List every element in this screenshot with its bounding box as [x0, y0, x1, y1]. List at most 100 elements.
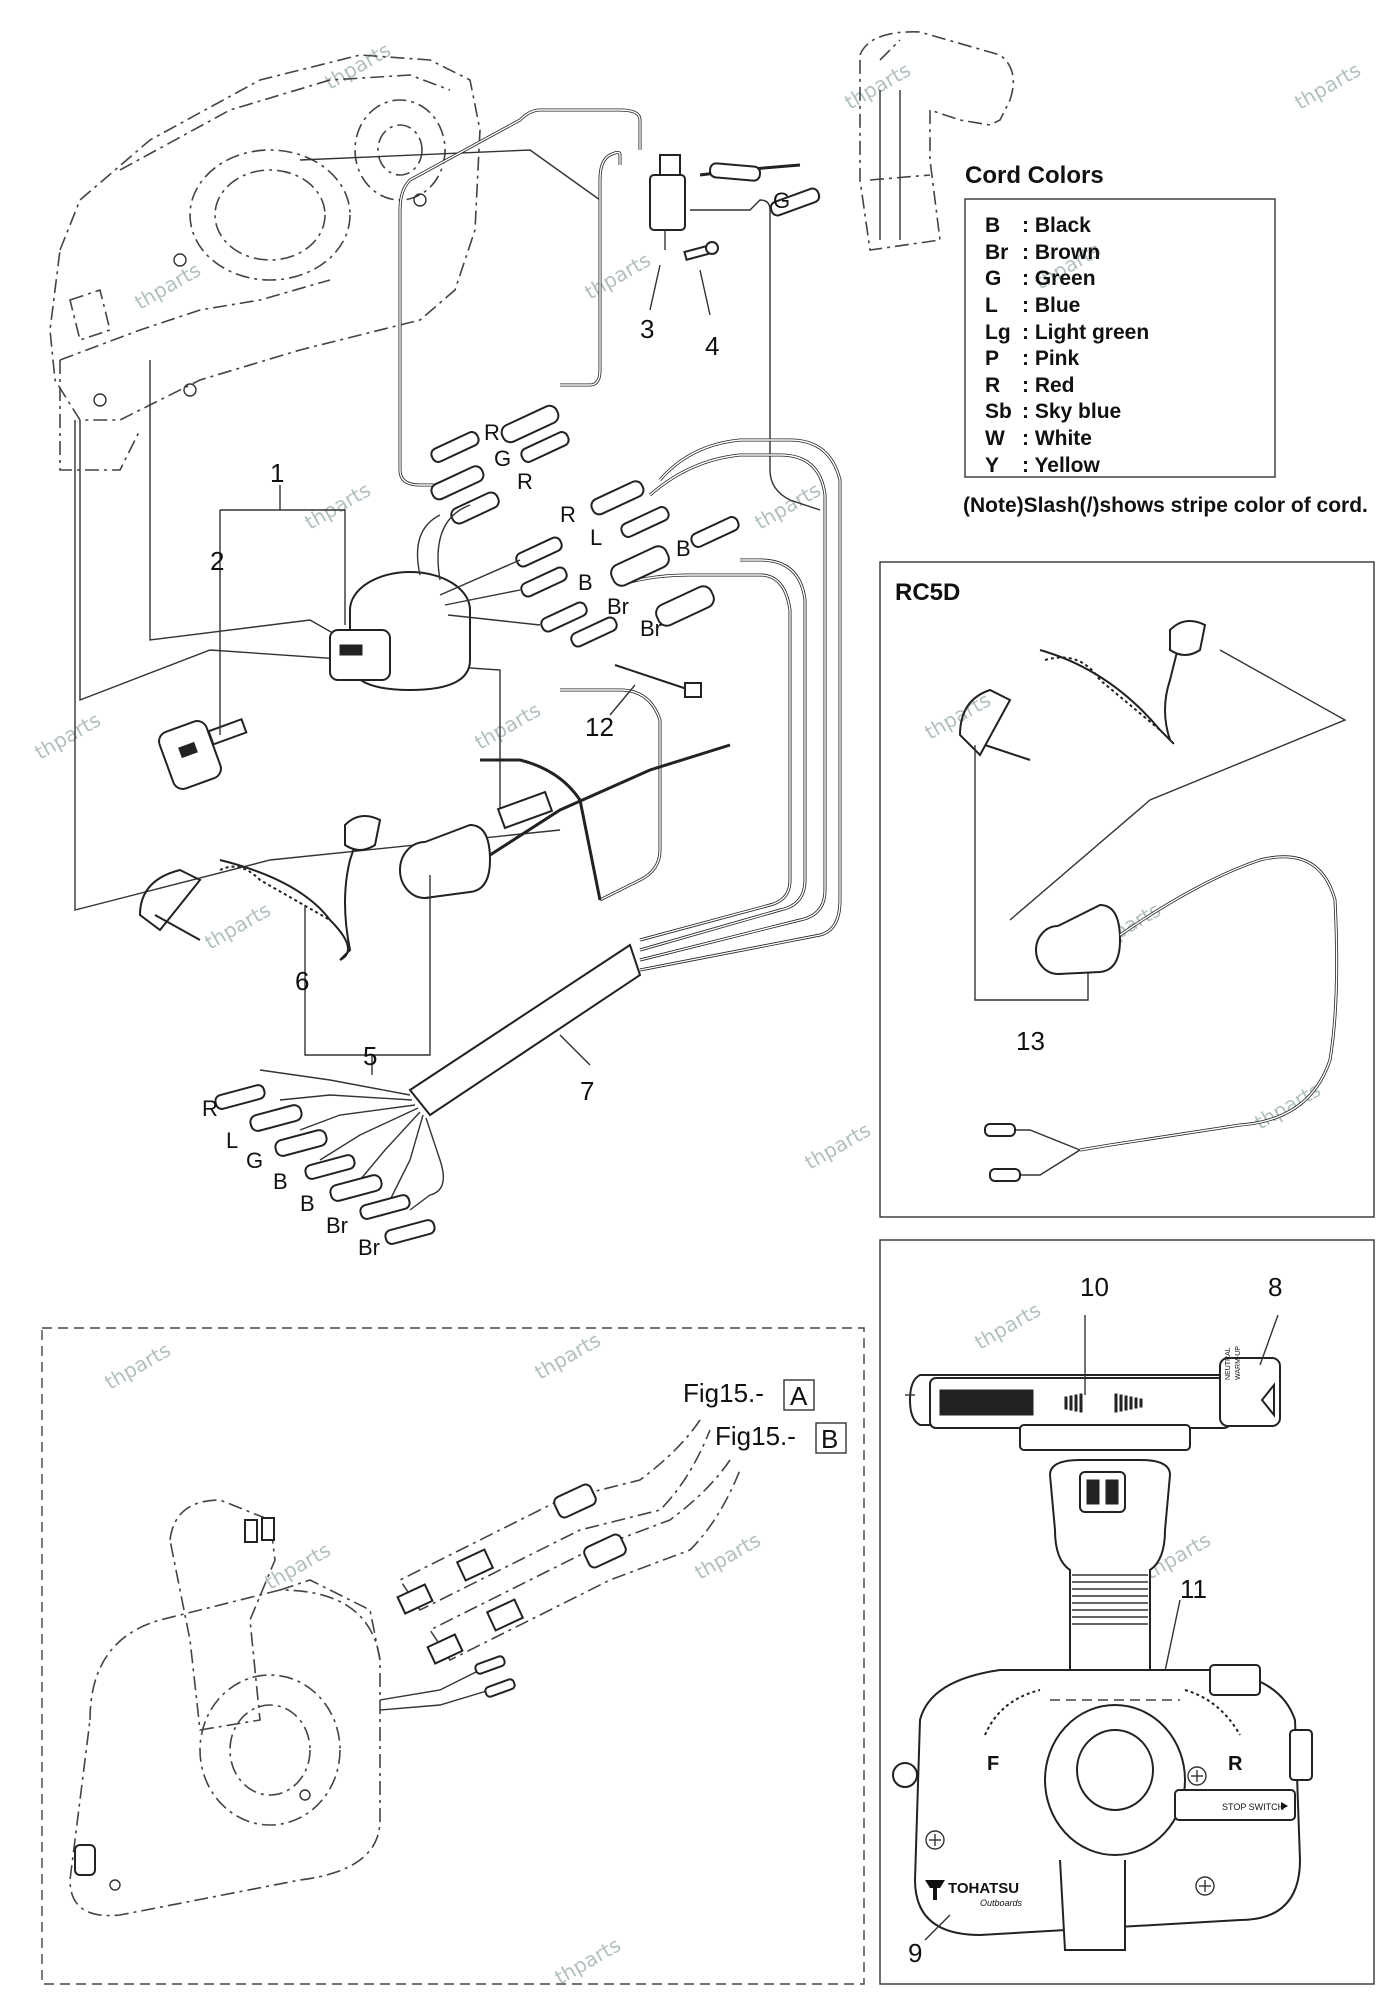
wire-label-end-r: R [202, 1096, 218, 1121]
fig-ref-a-box [783, 1379, 815, 1411]
callout-3: 3 [640, 314, 654, 344]
wire-label-br: Br [640, 616, 662, 641]
legend-note: (Note)Slash(/)shows stripe color of cord… [963, 494, 1368, 517]
remote-control-housing [49, 54, 481, 471]
brand-sub: Outboards [980, 1898, 1023, 1908]
callout-8: 8 [1268, 1272, 1282, 1302]
callout-13: 13 [1016, 1026, 1045, 1056]
watermark: thparts [1291, 58, 1365, 115]
wire-labels: G R G R R L B B Br Br R L G B B Br Br [202, 188, 790, 1260]
callout-1: 1 [270, 458, 284, 488]
fig-ref-a-letter: A [790, 1381, 808, 1411]
wire-label-b: B [676, 536, 691, 561]
callout-5: 5 [363, 1041, 377, 1071]
screw-icon [1195, 1876, 1215, 1896]
legend-code: B [985, 214, 1000, 237]
fig-ref-b-letter: B [821, 1424, 838, 1454]
part-12-cable-tie [614, 664, 702, 698]
watermark: thparts [301, 478, 375, 535]
legend-name: : Sky blue [1022, 400, 1121, 423]
lower-left-box [41, 1327, 865, 1985]
wire-label-l: L [590, 525, 602, 550]
cord-colors-legend: Cord Colors B : Black Br : Brown G : Gre… [963, 162, 1368, 517]
watermark: thparts [531, 1328, 605, 1385]
watermark: thparts [101, 1338, 175, 1395]
watermark: thparts [261, 1538, 335, 1595]
wire-label-r: R [560, 502, 576, 527]
warmup-button [1219, 1357, 1281, 1427]
part-2-key [158, 717, 248, 790]
watermark: thparts [321, 38, 395, 95]
legend-code: Lg [985, 321, 1011, 344]
part-5-stop-switch [399, 743, 731, 899]
forward-mark: F [987, 1753, 999, 1775]
watermark: thparts [751, 478, 825, 535]
callout-12: 12 [585, 712, 614, 742]
legend-code: R [985, 374, 1000, 397]
callout-11: 11 [1180, 1574, 1207, 1604]
part-1-main-switch [329, 504, 541, 692]
watermark: thparts [551, 1933, 625, 1990]
legend-code: Sb [985, 400, 1012, 423]
play-icon [1281, 1802, 1288, 1810]
wire-label-end-br: Br [326, 1213, 348, 1238]
legend-code: P [985, 347, 999, 370]
callout-6: 6 [295, 966, 309, 996]
watermark: thparts [1251, 1078, 1325, 1135]
wire-label-r: R [517, 469, 533, 494]
callout-4: 4 [705, 331, 719, 361]
watermark: thparts [131, 258, 205, 315]
legend-code: G [985, 267, 1001, 290]
wire-label-end-b: B [300, 1191, 315, 1216]
callout-10: 10 [1080, 1272, 1109, 1302]
legend-box [964, 198, 1276, 478]
fig-ref-b-prefix: Fig15.- [715, 1421, 796, 1451]
legend-code: Br [985, 241, 1008, 264]
warmup-text: WARM-UP [1235, 1346, 1242, 1380]
fig-ref-a-prefix: Fig15.- [683, 1378, 764, 1408]
legend-name: : Light green [1022, 321, 1149, 344]
legend-code: L [985, 294, 998, 317]
legend-name: : Blue [1022, 294, 1080, 317]
wire-label-end-br: Br [358, 1235, 380, 1260]
watermark: thparts [841, 58, 915, 115]
legend-entries: B : Black Br : Brown G : Green L : Blue … [985, 214, 1149, 477]
legend-code: W [985, 427, 1005, 450]
legend-name: : Pink [1022, 347, 1079, 370]
reverse-mark: R [1228, 1753, 1243, 1775]
lower-left-figure: Fig15.- A Fig15.- B [41, 1327, 865, 1985]
tohatsu-logo-icon [925, 1880, 945, 1900]
part-3-connector [649, 154, 686, 250]
wire-label-end-g: G [246, 1148, 263, 1173]
legend-name: : Black [1022, 214, 1091, 237]
legend-name: : White [1022, 427, 1092, 450]
wire-label-r: R [484, 420, 500, 445]
wire-label-br: Br [607, 594, 629, 619]
watermark: thparts [31, 708, 105, 765]
screw-icon [1187, 1766, 1207, 1786]
screw-icon [925, 1830, 945, 1850]
callout-7: 7 [580, 1076, 594, 1106]
legend-title: Cord Colors [965, 162, 1104, 189]
control-box-panel: NEUTRAL WARM-UP F [879, 1239, 1375, 1985]
connector-terminals [214, 162, 821, 1245]
wire-label-end-b: B [273, 1169, 288, 1194]
rc5d-panel: RC5D [879, 561, 1375, 1218]
watermark: thparts [971, 1298, 1045, 1355]
stop-switch-label: STOP SWITCH [1222, 1802, 1284, 1812]
legend-name: : Yellow [1022, 454, 1100, 477]
rc5d-box [879, 561, 1375, 1218]
part-6-lanyard [138, 815, 382, 961]
legend-name: : Brown [1022, 241, 1100, 264]
watermark: thparts [471, 698, 545, 755]
watermark: thparts [801, 1118, 875, 1175]
wire-label-g: G [494, 446, 511, 471]
watermark: thparts [581, 248, 655, 305]
legend-name: : Red [1022, 374, 1075, 397]
lever-grip-lines [1072, 1574, 1148, 1625]
leader-lines [74, 149, 601, 911]
rc5d-title: RC5D [895, 579, 960, 606]
fig-ref-b-box [815, 1422, 847, 1454]
warmup-bars [1064, 1393, 1143, 1413]
